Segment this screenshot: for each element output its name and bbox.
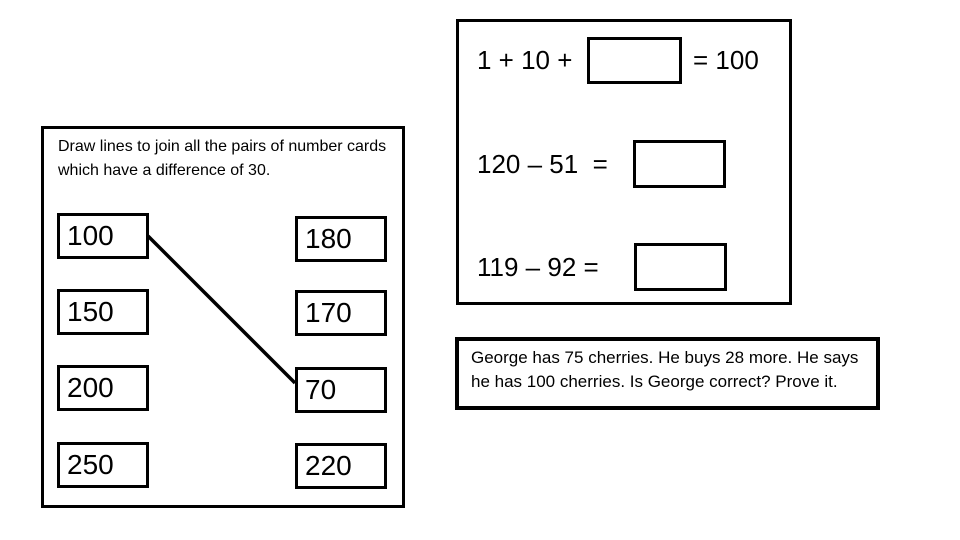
equation-2-expression: 120 – 51 = <box>477 149 608 179</box>
equation-1-answer-box[interactable] <box>587 37 682 84</box>
equations-panel: 1 + 10 + = 100 120 – 51 = 119 – 92 = <box>456 19 792 305</box>
matching-instruction: Draw lines to join all the pairs of numb… <box>58 138 387 179</box>
matching-cards-panel: Draw lines to join all the pairs of numb… <box>41 126 405 508</box>
equation-1-result: = 100 <box>693 45 759 75</box>
equation-1-expression: 1 + 10 + <box>477 45 573 75</box>
word-problem-panel: George has 75 cherries. He buys 28 more.… <box>455 337 880 410</box>
equation-3-expression: 119 – 92 = <box>477 252 599 282</box>
number-card-150[interactable]: 150 <box>57 289 149 335</box>
number-card-200[interactable]: 200 <box>57 365 149 411</box>
number-card-180[interactable]: 180 <box>295 216 387 262</box>
number-card-100[interactable]: 100 <box>57 213 149 259</box>
number-card-220[interactable]: 220 <box>295 443 387 489</box>
number-card-70[interactable]: 70 <box>295 367 387 413</box>
word-problem-text: George has 75 cherries. He buys 28 more.… <box>471 348 859 391</box>
equation-2-answer-box[interactable] <box>633 140 726 188</box>
number-card-250[interactable]: 250 <box>57 442 149 488</box>
number-card-170[interactable]: 170 <box>295 290 387 336</box>
equation-3-answer-box[interactable] <box>634 243 727 291</box>
